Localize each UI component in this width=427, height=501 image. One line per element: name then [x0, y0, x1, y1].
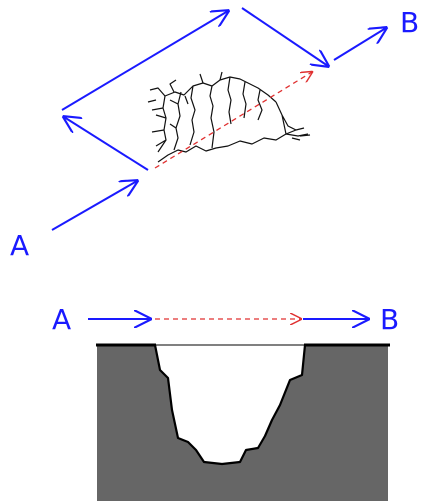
route-arrow-5 [333, 28, 386, 61]
bottom-diagram: A B [52, 303, 399, 501]
top-label-a: A [10, 229, 29, 262]
route-arrow-4 [241, 7, 328, 66]
bottom-label-a: A [52, 303, 71, 336]
direct-path-arrow [154, 72, 312, 169]
route-arrow-3 [61, 11, 228, 111]
crevasse-sketch [147, 71, 311, 163]
route-arrow-1 [51, 181, 137, 231]
pit-outline [153, 344, 307, 466]
detour-route [51, 7, 386, 231]
top-diagram: A B [10, 6, 419, 262]
terrain-cross-section [97, 345, 388, 501]
route-arrow-2 [64, 117, 149, 171]
bottom-label-b: B [380, 303, 399, 336]
top-label-b: B [400, 6, 419, 39]
